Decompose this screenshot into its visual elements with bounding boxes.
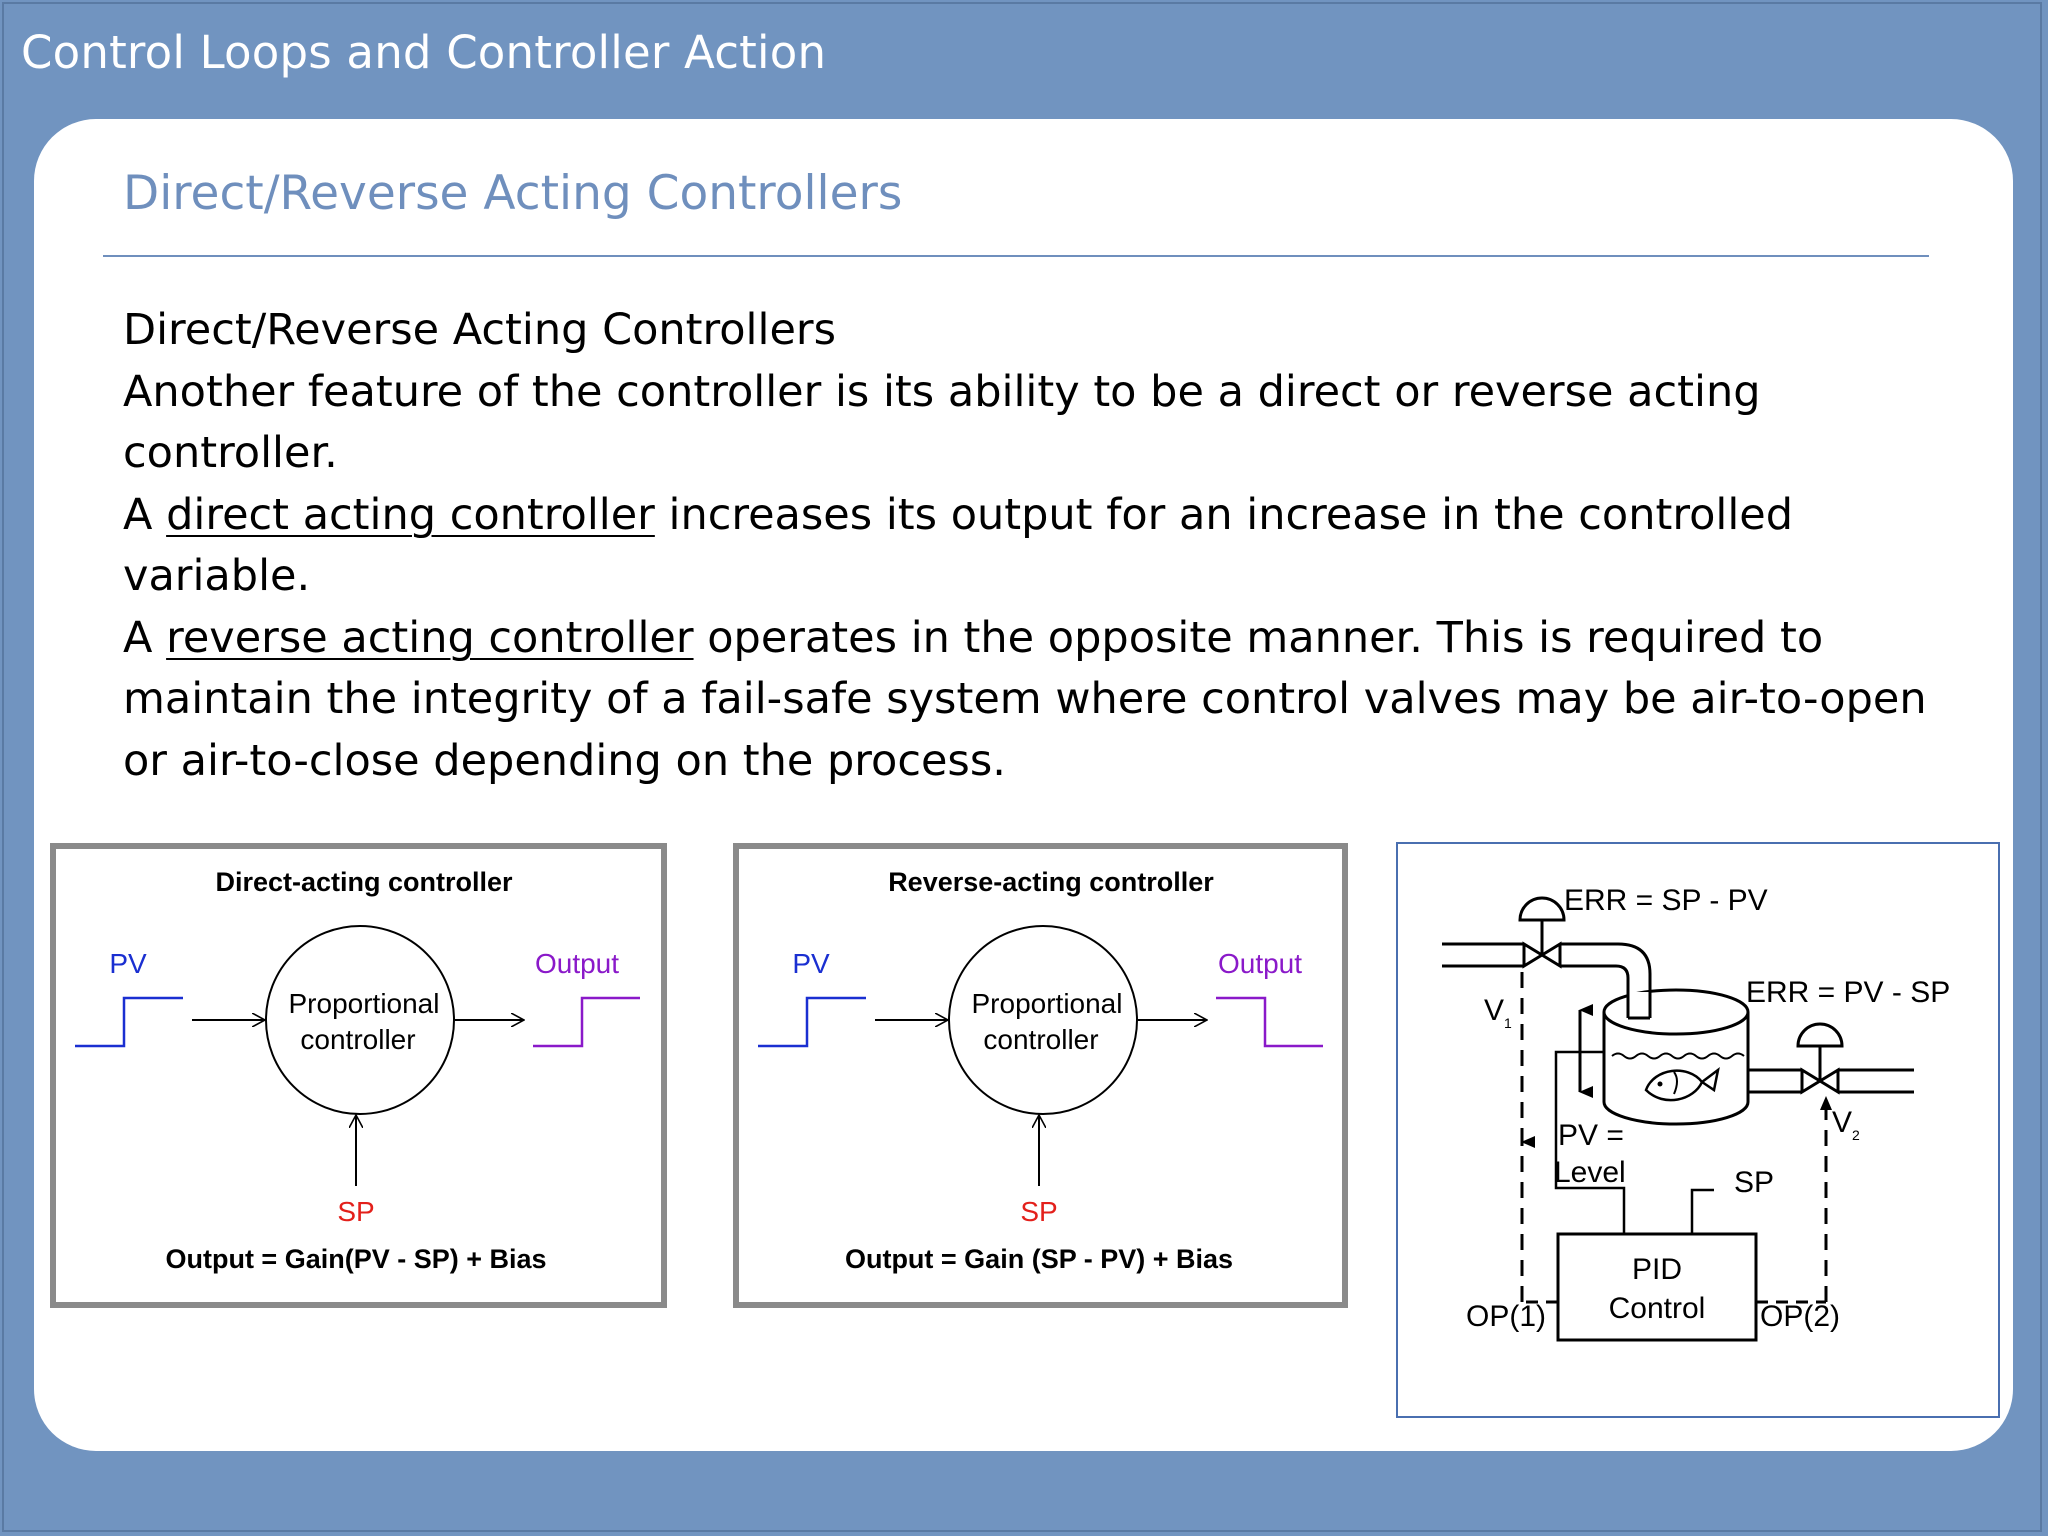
inlet-pipe-elbow-inner — [1560, 964, 1630, 1006]
liquid-surface — [1611, 1052, 1745, 1060]
para2-rest: increases its output for an increase in … — [123, 489, 1794, 602]
sp-signal-line — [1690, 1188, 1714, 1234]
direct-output-label: Output — [535, 948, 619, 979]
reverse-controller-block — [948, 925, 1138, 1115]
reverse-block-line2: controller — [983, 1024, 1098, 1055]
level-control-process-diagram: ERR = SP - PV V 1 ERR = PV - SP V 2 PV =… — [1396, 842, 2000, 1418]
v1-label: V — [1484, 994, 1504, 1027]
reverse-acting-diagram: Reverse-acting controller PV Output Prop… — [733, 843, 1348, 1308]
reverse-acting-term: reverse acting controller — [166, 612, 694, 663]
reverse-block-line1: Proportional — [972, 988, 1123, 1019]
reverse-panel-title: Reverse-acting controller — [888, 867, 1214, 897]
reverse-sp-label: SP — [1020, 1196, 1057, 1227]
body-text: Direct/Reverse Acting Controllers Anothe… — [123, 300, 1953, 792]
direct-acting-diagram: Direct-acting controller PV Output Propo… — [50, 843, 667, 1308]
para2-prefix: A — [123, 489, 167, 540]
v2-subscript: 2 — [1852, 1127, 1860, 1143]
body-paragraph-3: A reverse acting controller operates in … — [123, 608, 1953, 793]
reverse-output-step — [1216, 996, 1323, 1048]
section-title: Control Loops and Controller Action — [21, 26, 827, 79]
tank-body — [1602, 1012, 1750, 1126]
para3-prefix: A — [123, 612, 167, 663]
op1-label: OP(1) — [1466, 1300, 1546, 1333]
direct-block-line1: Proportional — [289, 988, 440, 1019]
body-heading: Direct/Reverse Acting Controllers — [123, 305, 836, 355]
pid-control-block — [1556, 1232, 1758, 1342]
op2-signal-arrowhead — [1820, 1096, 1832, 1110]
reverse-equation: Output = Gain (SP - PV) + Bias — [845, 1244, 1233, 1274]
v2-actuator — [1796, 1022, 1844, 1048]
err-right-label: ERR = PV - SP — [1746, 976, 1950, 1009]
v2-label: V — [1832, 1106, 1852, 1139]
fish-icon — [1644, 1067, 1720, 1102]
v1-actuator — [1518, 896, 1566, 922]
title-divider — [103, 255, 1929, 257]
pv-signal-line — [1554, 1050, 1626, 1234]
pid-label-line1: PID — [1632, 1253, 1682, 1286]
direct-equation: Output = Gain(PV - SP) + Bias — [165, 1244, 546, 1274]
inlet-pipe-elbow-outer — [1560, 942, 1652, 1006]
v1-subscript: 1 — [1504, 1015, 1512, 1031]
slide-title: Direct/Reverse Acting Controllers — [123, 166, 903, 221]
direct-acting-term: direct acting controller — [166, 489, 655, 540]
inlet-pipe-mask — [1628, 992, 1650, 1018]
reverse-pv-label: PV — [792, 948, 830, 979]
reverse-pv-step — [758, 996, 866, 1048]
sp-label: SP — [1734, 1166, 1774, 1199]
direct-block-line2: controller — [300, 1024, 415, 1055]
pid-label-line2: Control — [1609, 1292, 1706, 1325]
tank-top — [1602, 988, 1750, 1036]
direct-pv-label: PV — [109, 948, 147, 979]
pv-label-line2: Level — [1554, 1156, 1626, 1189]
direct-panel-title: Direct-acting controller — [215, 867, 513, 897]
direct-controller-block — [265, 925, 455, 1115]
direct-sp-label: SP — [337, 1196, 374, 1227]
direct-pv-step — [75, 996, 183, 1048]
para3-rest: operates in the opposite manner. This is… — [123, 612, 1927, 786]
op2-label: OP(2) — [1760, 1300, 1840, 1333]
err-top-label: ERR = SP - PV — [1564, 884, 1768, 917]
reverse-output-label: Output — [1218, 948, 1302, 979]
body-paragraph-1: Another feature of the controller is its… — [123, 366, 1761, 479]
pv-label-line1: PV = — [1558, 1119, 1624, 1152]
body-paragraph-2: A direct acting controller increases its… — [123, 485, 1953, 608]
direct-output-step — [533, 996, 640, 1048]
